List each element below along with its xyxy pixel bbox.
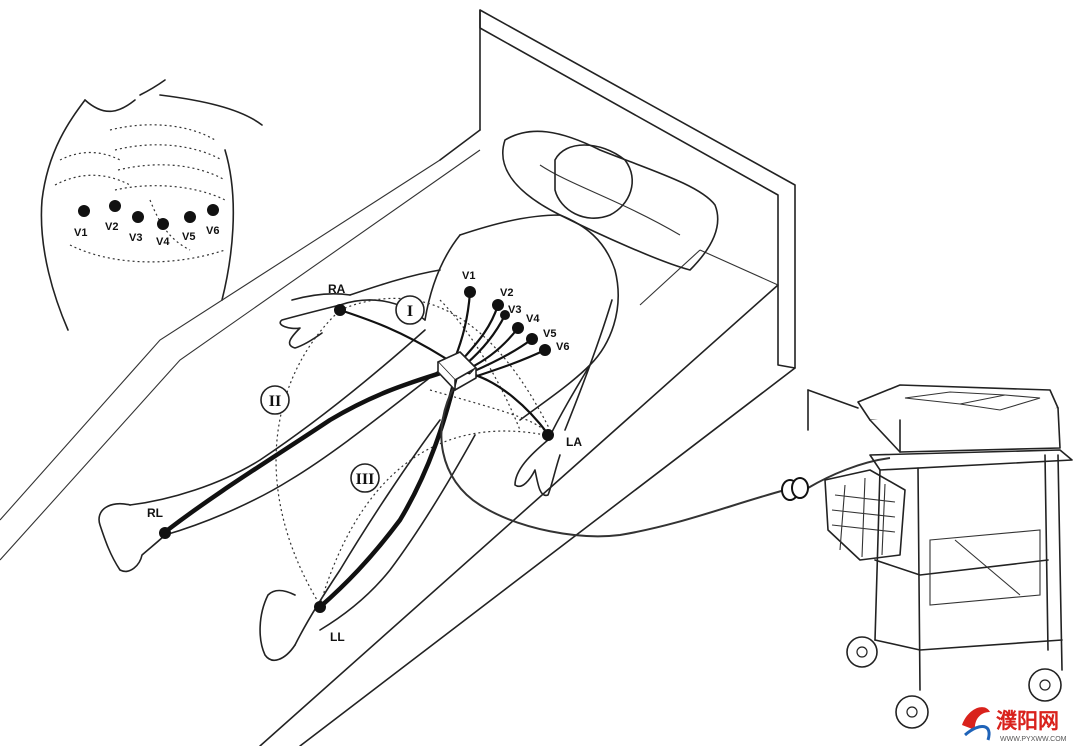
inset-v2-label: V2: [105, 221, 118, 233]
inset-v3-label: V3: [129, 232, 142, 244]
logo-mark-icon: [962, 707, 990, 730]
ll-electrode: [314, 601, 326, 613]
watermark-url: WWW.PYXWW.COM: [1000, 736, 1067, 743]
v4-label: V4: [526, 313, 540, 325]
v3-electrode: [500, 310, 510, 320]
inset-v5-label: V5: [182, 231, 195, 243]
rl-label: RL: [147, 506, 163, 520]
watermark-logo: 濮阳网 WWW.PYXWW.COM: [962, 707, 1067, 743]
lead-i-label: I: [407, 303, 413, 320]
la-label: LA: [566, 435, 582, 449]
patient: [98, 144, 634, 661]
wheel: [846, 636, 878, 668]
v6-electrode: [539, 344, 551, 356]
v4-electrode: [512, 322, 524, 334]
pillow: [502, 130, 719, 271]
lead-i-marker: I: [395, 295, 425, 325]
junction-box: [437, 351, 477, 391]
ecg-machine-cart: [781, 384, 1073, 729]
lead-iii-label: III: [356, 471, 375, 488]
lead-ii-marker: II: [260, 385, 290, 415]
inset-v6-label: V6: [206, 225, 219, 237]
v6-label: V6: [556, 341, 569, 353]
v1-electrode: [464, 286, 476, 298]
wheel: [1028, 668, 1062, 702]
chest-inset: V1 V2 V3 V4 V5 V6: [40, 79, 263, 331]
v2-electrode: [492, 299, 504, 311]
v5-label: V5: [543, 328, 556, 340]
la-electrode: [542, 429, 554, 441]
einthoven-triangle: [275, 297, 551, 606]
inset-v5-electrode: [184, 211, 196, 223]
inset-v3-electrode: [132, 211, 144, 223]
lead-ii-label: II: [269, 393, 281, 410]
rl-electrode: [159, 527, 171, 539]
ra-label: RA: [328, 282, 346, 296]
inset-v4-label: V4: [156, 236, 170, 248]
v3-label: V3: [508, 304, 521, 316]
lead-iii-marker: III: [350, 463, 380, 493]
bed: [0, 9, 796, 746]
cable-coil: [781, 477, 809, 501]
watermark-text: 濮阳网: [996, 709, 1059, 733]
inset-v6-electrode: [207, 204, 219, 216]
v2-label: V2: [500, 287, 513, 299]
inset-v1-label: V1: [74, 227, 87, 239]
ra-electrode: [334, 304, 346, 316]
inset-v4-electrode: [157, 218, 169, 230]
v1-label: V1: [462, 270, 475, 282]
inset-v2-electrode: [109, 200, 121, 212]
inset-v1-electrode: [78, 205, 90, 217]
ll-label: LL: [330, 630, 345, 644]
wheel: [895, 695, 929, 729]
v5-electrode: [526, 333, 538, 345]
